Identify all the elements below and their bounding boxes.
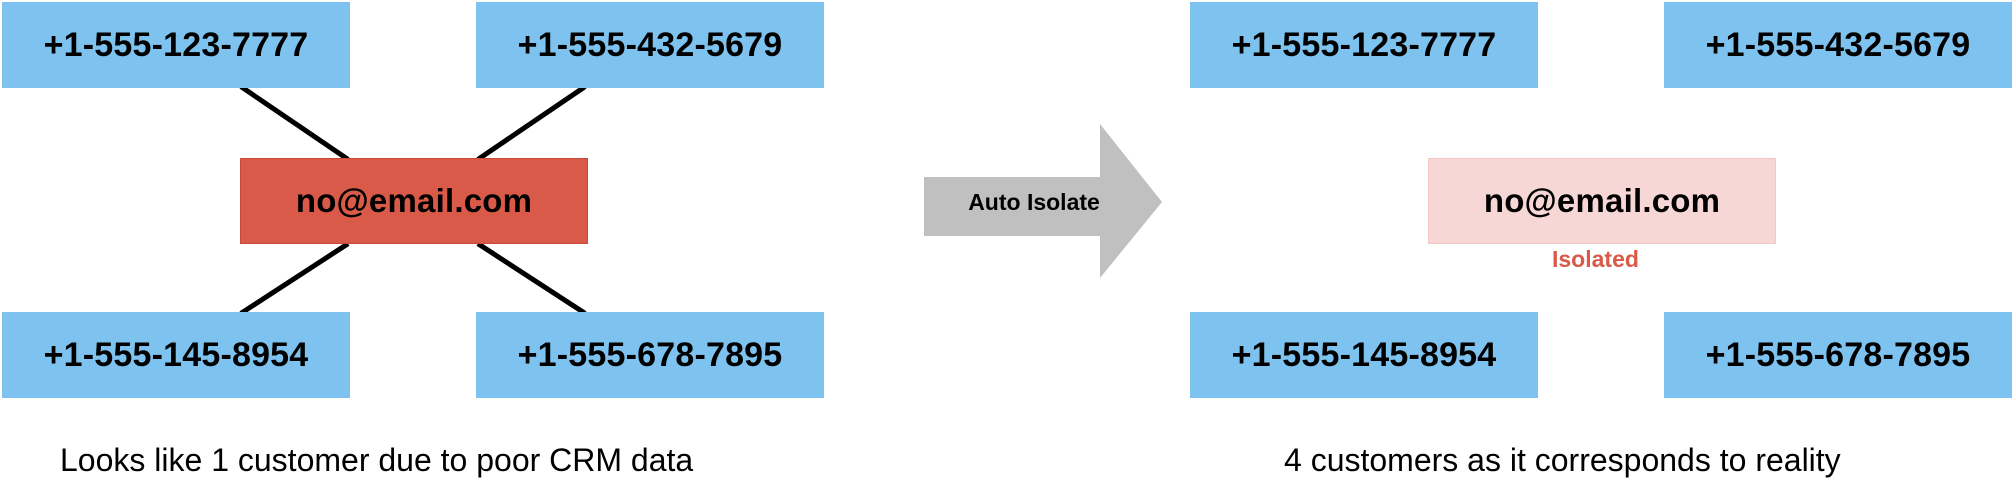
- connector-line-top-left: [239, 84, 350, 162]
- right-phone-4: +1-555-678-7895: [1664, 312, 2012, 398]
- left-phone-2: +1-555-432-5679: [476, 2, 824, 88]
- arrow-label: Auto Isolate: [968, 188, 1100, 215]
- connector-line-top-right: [476, 84, 587, 162]
- isolated-status-label: Isolated: [1552, 246, 1639, 272]
- left-phone-4: +1-555-678-7895: [476, 312, 824, 398]
- auto-isolate-arrow-icon: [924, 124, 1162, 278]
- right-email-node: no@email.com: [1428, 158, 1776, 244]
- left-phone-3: +1-555-145-8954: [2, 312, 350, 398]
- right-phone-2: +1-555-432-5679: [1664, 2, 2012, 88]
- right-phone-3: +1-555-145-8954: [1190, 312, 1538, 398]
- left-email-node: no@email.com: [240, 158, 588, 244]
- left-caption: Looks like 1 customer due to poor CRM da…: [60, 442, 694, 478]
- left-phone-1: +1-555-123-7777: [2, 2, 350, 88]
- connector-line-bottom-right: [476, 241, 587, 316]
- right-caption: 4 customers as it corresponds to reality: [1284, 442, 1841, 478]
- arrow-shape: [924, 124, 1162, 278]
- right-phone-1: +1-555-123-7777: [1190, 2, 1538, 88]
- connector-line-bottom-left: [239, 241, 350, 316]
